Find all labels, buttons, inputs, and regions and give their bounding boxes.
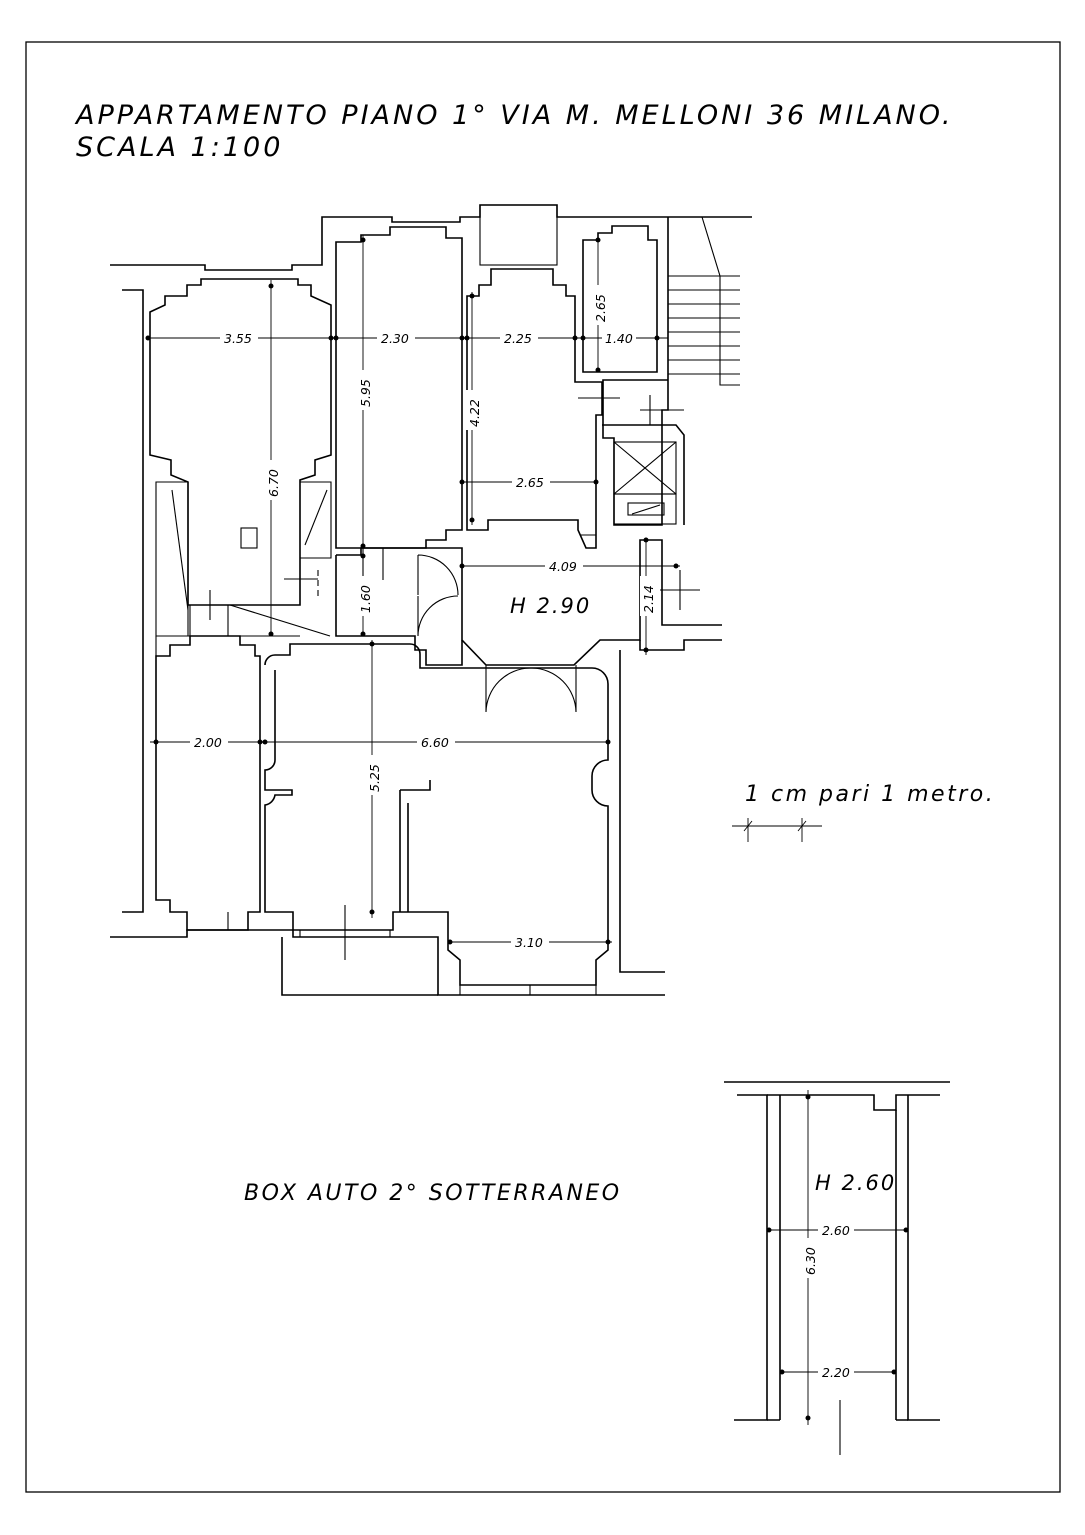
apartment-height: H 2.90 [510,594,591,618]
room-living [264,643,609,986]
dim-422: 4.22 [467,399,482,427]
dim-595: 5.95 [358,379,373,407]
room-hall [336,539,722,666]
sheet-border [25,41,1061,1493]
dim-225: 2.25 [504,331,532,346]
garage-title: BOX AUTO 2° SOTTERRANEO [244,1181,622,1206]
dim-230: 2.30 [381,331,409,346]
dim-670: 6.70 [266,469,281,497]
dimension-labels: 3.55 2.30 2.25 1.40 2.65 4.09 2.00 6.60 … [190,285,656,950]
dim-525: 5.25 [367,764,382,792]
room-bedroom-3 [155,635,261,931]
garage-dim-220: 2.20 [822,1365,850,1380]
dim-409: 4.09 [549,559,577,574]
room-bedroom-2 [335,226,463,549]
dim-160: 1.60 [358,585,373,613]
apartment-outer-wall [110,204,752,271]
apartment-plan: 3.55 2.30 2.25 1.40 2.65 4.09 2.00 6.60 … [110,204,752,996]
room-bedroom-1 [149,278,332,606]
dim-214: 2.14 [641,585,656,613]
room-kitchen [466,268,603,549]
scale-note: 1 cm pari 1 metro. [745,782,995,807]
elevator [602,424,685,525]
garage-height: H 2.60 [815,1171,896,1195]
plan-title: APPARTAMENTO PIANO 1° VIA M. MELLONI 36 … [74,100,954,131]
garage-plan: 2.60 2.20 6.30 H 2.60 [724,1081,950,1455]
plan-scale: SCALA 1:100 [76,132,283,163]
garage-dim-630: 6.30 [803,1247,818,1275]
dim-265: 2.65 [516,475,544,490]
garage-dim-260: 2.60 [822,1223,850,1238]
dim-310: 3.10 [515,935,543,950]
dim-355: 3.55 [224,331,252,346]
dim-660: 6.60 [421,735,449,750]
dim-200: 2.00 [194,735,222,750]
dim-140: 1.40 [605,331,633,346]
scale-bar [732,818,822,842]
dim-265-stair: 2.65 [593,294,608,322]
staircase [668,216,740,386]
